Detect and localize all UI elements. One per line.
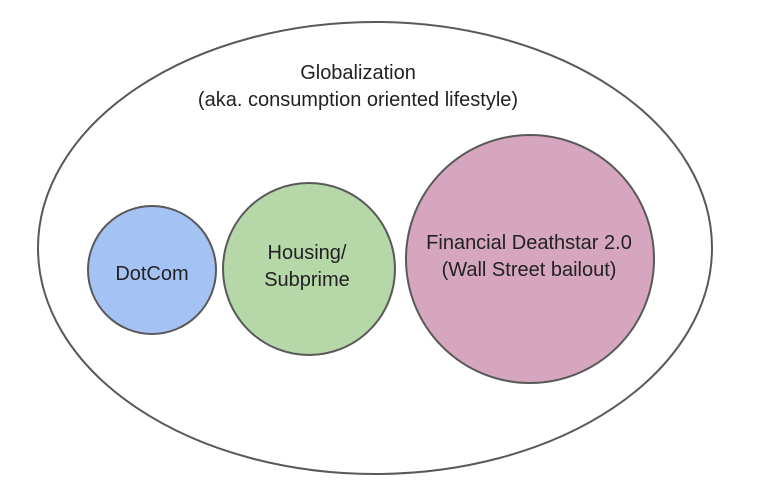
housing-subprime-label: Housing/ Subprime xyxy=(225,240,389,294)
housing-label-line2: Subprime xyxy=(264,269,350,291)
financial-deathstar-bubble xyxy=(405,134,655,384)
housing-label-line1: Housing/ xyxy=(267,242,347,264)
globalization-title-line2: (aka. consumption oriented lifestyle) xyxy=(197,89,519,111)
dotcom-label-text: DotCom xyxy=(115,263,189,285)
financial-deathstar-label: Financial Deathstar 2.0 (Wall Street bai… xyxy=(405,230,653,284)
financial-label-line2: (Wall Street bailout) xyxy=(441,259,617,281)
dotcom-label: DotCom xyxy=(86,261,218,288)
dotcom-bubble xyxy=(87,205,217,335)
housing-subprime-bubble xyxy=(222,182,396,356)
globalization-title-line1: Globalization xyxy=(300,62,416,84)
globalization-title: Globalization (aka. consumption oriented… xyxy=(158,60,558,114)
financial-label-line1: Financial Deathstar 2.0 xyxy=(426,232,632,254)
